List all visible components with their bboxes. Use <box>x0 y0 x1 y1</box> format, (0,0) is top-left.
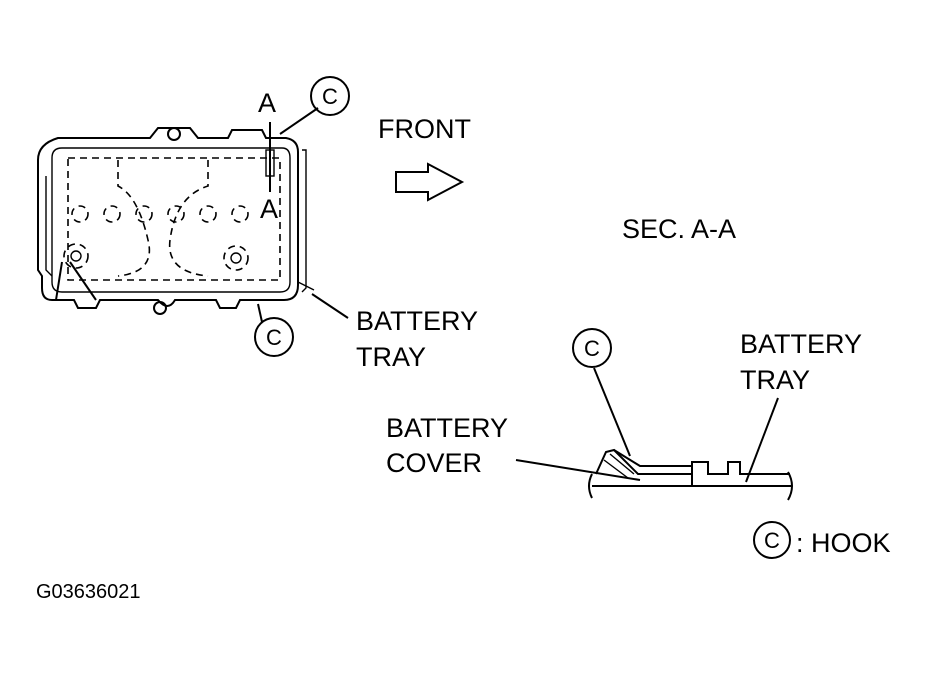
battery-tray-right-label-line2: TRAY <box>740 365 810 395</box>
battery-tray-left-label-line1: BATTERY <box>356 306 478 336</box>
battery-tray-right-label-line1: BATTERY <box>740 329 862 359</box>
hook-legend-text: : HOOK <box>796 528 891 558</box>
figure-code: G03636021 <box>36 581 141 603</box>
battery-tray-top-view <box>37 107 319 315</box>
front-label: FRONT <box>378 114 471 144</box>
battery-cover-label-line1: BATTERY <box>386 413 508 443</box>
hook-callout-top: C <box>310 76 350 116</box>
hook-callout-bottom-letter: C <box>266 325 282 350</box>
front-arrow-icon <box>395 162 465 202</box>
hook-legend-letter: C <box>764 528 780 553</box>
section-a-a-view <box>588 448 793 501</box>
hook-callout-bottom: C <box>254 303 294 357</box>
section-mark-top-label: A <box>258 88 276 118</box>
hook-callout-section-letter: C <box>584 336 600 361</box>
hook-callout-section: C <box>572 328 631 457</box>
hook-legend: C : HOOK <box>753 521 891 559</box>
hook-callout-top-letter: C <box>322 84 338 109</box>
section-title: SEC. A-A <box>622 214 736 244</box>
battery-tray-right-leader <box>745 397 779 483</box>
battery-tray-left-label-line2: TRAY <box>356 342 426 372</box>
battery-cover-leader <box>515 459 641 481</box>
battery-tray-left-leader <box>311 293 349 319</box>
battery-cover-label-line2: COVER <box>386 448 482 478</box>
section-mark-bottom-label: A <box>260 194 278 224</box>
